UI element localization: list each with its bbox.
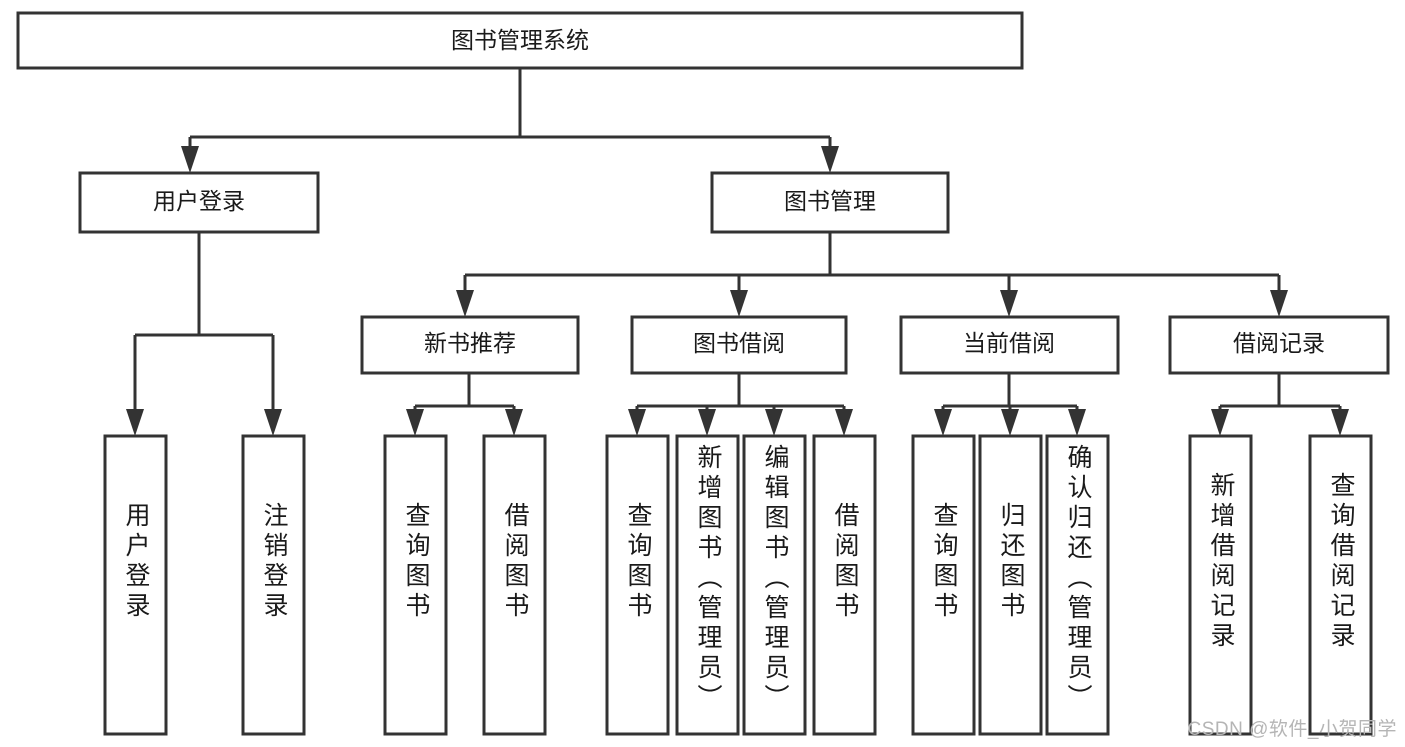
connector-group-root <box>181 68 839 173</box>
node-current-borrow[interactable]: 当前借阅 <box>899 315 1120 375</box>
connector-group-userlogin <box>126 232 282 436</box>
arrow-bookmanage-bookborrow-icon <box>730 290 748 317</box>
node-root-box[interactable] <box>16 11 1024 70</box>
node-borrow-record-label: 借阅记录 <box>1233 330 1325 356</box>
arrow-bookmanage-newbook-icon <box>456 290 474 317</box>
leaf-borrow-book-1-box[interactable] <box>482 434 547 736</box>
node-book-manage-label: 图书管理 <box>784 188 876 214</box>
arrow-bookborrow-leaf2-icon <box>698 409 716 436</box>
leaf-boxes <box>103 434 1373 736</box>
leaf-query-book-1-box[interactable] <box>383 434 448 736</box>
node-new-book-recommend-label: 新书推荐 <box>424 330 516 356</box>
node-borrow-record[interactable]: 借阅记录 <box>1168 315 1390 375</box>
node-user-login-label: 用户登录 <box>153 188 245 214</box>
leaf-add-book-box[interactable] <box>675 434 740 736</box>
node-book-borrow[interactable]: 图书借阅 <box>630 315 848 375</box>
connector-group-bookmanage <box>456 232 1288 317</box>
arrow-borrowrecord-leaf2-icon <box>1331 409 1349 436</box>
leaf-query-book-3-box[interactable] <box>911 434 976 736</box>
node-book-manage[interactable]: 图书管理 <box>710 171 950 234</box>
arrow-root-to-userlogin-icon <box>181 146 199 173</box>
arrow-userlogin-leaf2-icon <box>264 409 282 436</box>
leaf-user-login-box[interactable] <box>103 434 168 736</box>
node-book-borrow-box[interactable] <box>630 315 848 375</box>
leaf-confirm-return-box[interactable] <box>1045 434 1110 736</box>
arrow-bookborrow-leaf4-icon <box>835 409 853 436</box>
arrow-newbook-leaf1-icon <box>406 409 424 436</box>
watermark: CSDN @软件_小贺同学 <box>1187 719 1397 740</box>
arrow-bookborrow-leaf1-icon <box>628 409 646 436</box>
node-user-login-box[interactable] <box>78 171 320 234</box>
leaf-user-logout-box[interactable] <box>241 434 306 736</box>
node-root-label: 图书管理系统 <box>451 27 589 53</box>
arrow-currentborrow-leaf3-icon <box>1068 409 1086 436</box>
arrow-bookmanage-currentborrow-icon <box>1000 290 1018 317</box>
node-user-login[interactable]: 用户登录 <box>78 171 320 234</box>
leaf-edit-book-box[interactable] <box>742 434 807 736</box>
node-book-borrow-label: 图书借阅 <box>693 330 785 356</box>
node-new-book-recommend[interactable]: 新书推荐 <box>360 315 580 375</box>
connector-group-currentborrow <box>934 373 1086 436</box>
arrow-root-to-bookmanage-icon <box>821 146 839 173</box>
leaf-return-book-box[interactable] <box>978 434 1043 736</box>
node-current-borrow-label: 当前借阅 <box>963 330 1055 356</box>
arrow-bookmanage-borrowrecord-icon <box>1270 290 1288 317</box>
connector-group-bookborrow <box>628 373 853 436</box>
arrow-bookborrow-leaf3-icon <box>765 409 783 436</box>
node-new-book-recommend-box[interactable] <box>360 315 580 375</box>
leaf-add-record-box[interactable] <box>1188 434 1253 736</box>
node-book-manage-box[interactable] <box>710 171 950 234</box>
arrow-currentborrow-leaf2-icon <box>1001 409 1019 436</box>
connector-group-borrowrecord <box>1211 373 1349 436</box>
node-root[interactable]: 图书管理系统 <box>16 11 1024 70</box>
arrow-currentborrow-leaf1-icon <box>934 409 952 436</box>
node-current-borrow-box[interactable] <box>899 315 1120 375</box>
leaf-borrow-book-2-box[interactable] <box>812 434 877 736</box>
leaf-query-record-box[interactable] <box>1308 434 1373 736</box>
node-borrow-record-box[interactable] <box>1168 315 1390 375</box>
arrow-userlogin-leaf1-icon <box>126 409 144 436</box>
arrow-borrowrecord-leaf1-icon <box>1211 409 1229 436</box>
connector-group-newbook <box>406 373 523 436</box>
arrow-newbook-leaf2-icon <box>505 409 523 436</box>
leaf-query-book-2-box[interactable] <box>605 434 670 736</box>
